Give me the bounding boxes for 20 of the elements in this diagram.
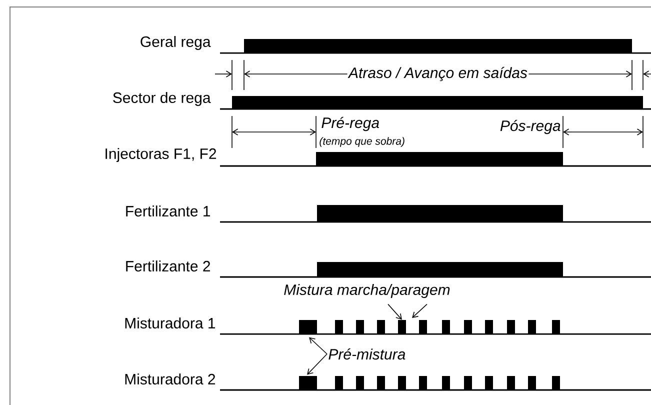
leader-line <box>412 304 428 318</box>
dimension-label: Atraso / Avanço em saídas <box>348 66 528 82</box>
annotation: Pré-mistura <box>328 348 406 360</box>
signal-name: Misturadora 2 <box>125 374 216 384</box>
pulse <box>299 320 317 334</box>
leader-line <box>309 337 328 354</box>
signal-name: Sector de rega <box>113 92 211 106</box>
signal-name: Fertilizante 2 <box>126 260 210 272</box>
leader-line <box>307 354 328 375</box>
dimension-note: (tempo que sobra) <box>320 137 404 147</box>
leader-line <box>388 304 402 320</box>
signal-name: Injectoras F1, F2 <box>106 148 216 162</box>
signal-name: Fertilizante 1 <box>126 206 210 216</box>
signal-name: Misturadora 1 <box>125 318 216 328</box>
dimension-label: Pré-rega <box>322 116 380 132</box>
annotation: Mistura marcha/paragem <box>284 284 450 298</box>
signal-name: Geral rega <box>140 36 211 50</box>
pulse <box>398 320 406 334</box>
pulse <box>299 376 317 390</box>
dimension-label: Pós-rega <box>500 120 560 134</box>
